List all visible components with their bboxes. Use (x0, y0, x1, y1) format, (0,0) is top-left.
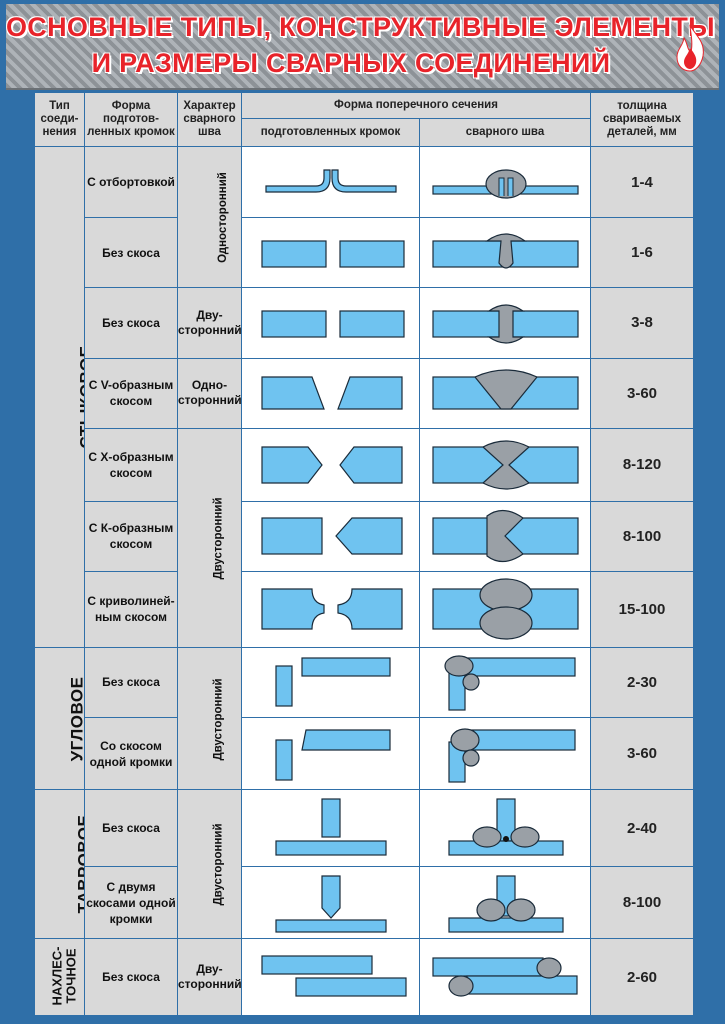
prepared-section (241, 216, 420, 289)
weld-section (418, 716, 592, 791)
header-banner: ОСНОВНЫЕ ТИПЫ, КОНСТРУКТИВНЫЕ ЭЛЕМЕНТЫ И… (6, 4, 719, 90)
weld-section (418, 500, 592, 573)
form-cell: Без скоса (84, 646, 178, 719)
type-tee: ТАВРОВОЕ (34, 789, 85, 940)
thickness-cell: 1-4 (590, 146, 695, 218)
welds-table: Тип соеди-нения Форма подготов-ленных кр… (34, 91, 695, 1016)
prepared-section (241, 357, 420, 430)
header-section: Форма поперечного сечения (240, 91, 592, 120)
thickness-cell: 3-8 (590, 287, 695, 359)
character-cell: Двусторонний (177, 646, 242, 791)
weld-section (418, 571, 592, 648)
weld-section (418, 428, 592, 502)
weld-section (418, 216, 592, 289)
prepared-section (241, 646, 420, 719)
form-cell: С криволиней-ным скосом (84, 571, 178, 648)
weld-section (418, 357, 592, 430)
flame-icon (676, 24, 704, 72)
character-cell: Дву-сторонний (177, 287, 242, 359)
character-cell: Двусторонний (177, 428, 242, 648)
title-line-2: И РАЗМЕРЫ СВАРНЫХ СОЕДИНЕНИЙ (91, 48, 611, 78)
form-cell: Без скоса (84, 287, 178, 359)
header-type: Тип соеди-нения (34, 91, 85, 148)
type-lap: НАХЛЕС-ТОЧНОЕ (34, 938, 85, 1016)
thickness-cell: 3-60 (590, 716, 695, 791)
header-form: Форма подготов-ленных кромок (84, 91, 178, 148)
thickness-cell: 8-100 (590, 500, 695, 573)
header-section-prepared: подготовленных кромок (241, 118, 420, 148)
form-cell: С К-образным скосом (84, 500, 178, 573)
thickness-cell: 2-40 (590, 789, 695, 867)
weld-section (418, 789, 592, 867)
form-cell: С V-образным скосом (84, 357, 178, 430)
type-butt: СТЫКОВОЕ (34, 146, 85, 648)
prepared-section (241, 428, 420, 502)
form-cell: Без скоса (84, 938, 178, 1016)
prepared-section (241, 716, 420, 791)
form-cell: Со скосом одной кромки (84, 716, 178, 791)
weld-section (418, 146, 592, 218)
thickness-cell: 2-60 (590, 938, 695, 1016)
prepared-section (241, 789, 420, 867)
prepared-section (241, 571, 420, 648)
thickness-cell: 1-6 (590, 216, 695, 289)
form-cell: Без скоса (84, 216, 178, 289)
thickness-cell: 3-60 (590, 357, 695, 430)
thickness-cell: 2-30 (590, 646, 695, 719)
form-cell: С X-образным скосом (84, 428, 178, 502)
form-cell: С двумя скосами одной кромки (84, 865, 178, 940)
weld-section (418, 938, 592, 1016)
weld-section (418, 646, 592, 719)
form-cell: С отбортовкой (84, 146, 178, 218)
weld-section (418, 865, 592, 940)
thickness-cell: 15-100 (590, 571, 695, 648)
thickness-cell: 8-100 (590, 865, 695, 940)
character-cell: Односторонний (177, 146, 242, 289)
header-section-weld: сварного шва (418, 118, 592, 148)
character-cell: Двусторонний (177, 789, 242, 940)
prepared-section (241, 146, 420, 218)
type-corner: УГЛОВОЕ (34, 646, 85, 791)
prepared-section (241, 500, 420, 573)
character-cell: Одно-сторонний (177, 357, 242, 430)
header-thickness: толщина свариваемых деталей, мм (590, 91, 695, 148)
header-character: Характер сварного шва (177, 91, 242, 148)
title-line-1: ОСНОВНЫЕ ТИПЫ, КОНСТРУКТИВНЫЕ ЭЛЕМЕНТЫ (6, 12, 715, 42)
thickness-cell: 8-120 (590, 428, 695, 502)
prepared-section (241, 865, 420, 940)
prepared-section (241, 938, 420, 1016)
form-cell: Без скоса (84, 789, 178, 867)
weld-section (418, 287, 592, 359)
character-cell: Дву-сторонний (177, 938, 242, 1016)
prepared-section (241, 287, 420, 359)
